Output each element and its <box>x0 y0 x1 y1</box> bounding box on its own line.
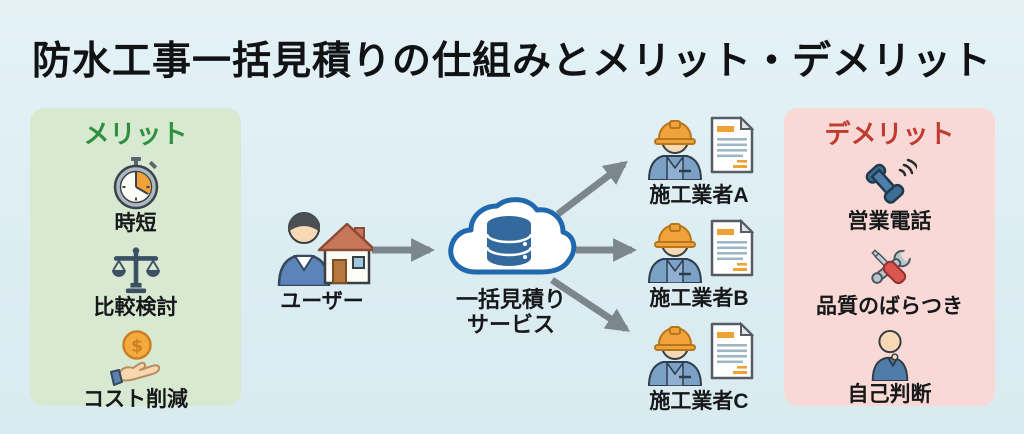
contractor-group-c: 施工業者C <box>640 318 758 414</box>
demerit-item-label: 自己判断 <box>847 383 932 406</box>
merit-panel: メリット 時短 <box>30 108 241 411</box>
merit-item-cost-reduction: $ コスト削減 <box>83 330 188 412</box>
merit-item-comparison: 比較検討 <box>94 246 178 320</box>
construction-worker-icon <box>645 112 705 180</box>
contractor-label: 施工業者A <box>649 184 749 207</box>
demerit-item-quality-variance: 品質のばらつき <box>816 243 963 319</box>
demerit-panel: デメリット 営業電話 <box>784 108 995 406</box>
estimate-document-icon <box>710 219 754 277</box>
svg-text:$: $ <box>131 337 143 357</box>
person-icon <box>871 329 908 381</box>
merit-item-label: 比較検討 <box>93 296 178 319</box>
coin-hand-icon: $ <box>109 330 160 386</box>
contractor-group-b: 施工業者B <box>640 215 758 311</box>
balance-scale-icon <box>111 247 160 294</box>
demerit-item-label: 営業電話 <box>847 210 932 233</box>
merit-item-label: 時短 <box>114 212 157 235</box>
cloud-database-icon <box>448 197 577 275</box>
service-label-line1: 一括見積り <box>455 287 566 312</box>
merit-item-label: コスト削減 <box>83 388 188 411</box>
user-house-icon <box>277 212 373 286</box>
demerit-panel-title: デメリット <box>824 119 955 149</box>
service-group: 一括見積り サービス <box>440 186 582 337</box>
crossed-tools-icon <box>870 249 912 285</box>
page-title: 防水工事一括見積りの仕組みとメリット・デメリット <box>31 40 992 83</box>
estimate-document-icon <box>710 322 754 380</box>
estimate-document-icon <box>710 116 754 174</box>
phone-call-icon <box>865 158 917 204</box>
merit-item-time-saving: 時短 <box>111 156 161 236</box>
construction-worker-icon <box>645 215 705 283</box>
demerit-item-sales-calls: 営業電話 <box>848 156 932 234</box>
user-label: ユーザー <box>280 290 364 313</box>
demerit-item-self-judgment: 自己判断 <box>848 329 932 407</box>
contractor-group-a: 施工業者A <box>640 112 758 208</box>
demerit-item-label: 品質のばらつき <box>816 295 963 318</box>
merit-panel-title: メリット <box>83 119 188 149</box>
user-group: ユーザー <box>266 196 378 314</box>
service-label-line2: サービス <box>466 312 555 337</box>
contractor-label: 施工業者B <box>649 287 749 310</box>
construction-worker-icon <box>645 318 705 386</box>
contractor-label: 施工業者C <box>649 390 749 413</box>
stopwatch-icon <box>113 157 158 210</box>
